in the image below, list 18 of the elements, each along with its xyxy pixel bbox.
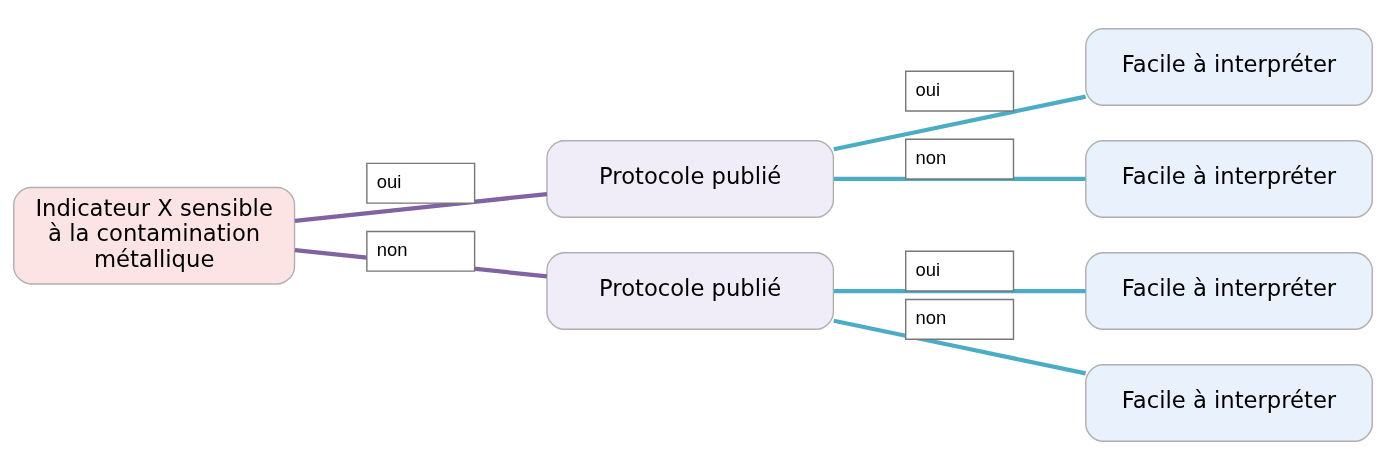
node-box: Protocole publié bbox=[546, 140, 835, 218]
node-box: Facile à interpréter bbox=[1085, 364, 1373, 443]
edge-label: oui bbox=[915, 258, 941, 280]
node-box: Indicateur X sensible à la contamination métallique bbox=[13, 186, 296, 285]
edge-label: non bbox=[915, 307, 947, 329]
connector bbox=[294, 191, 548, 223]
node-box: Facile à interpréter bbox=[1085, 140, 1373, 218]
edge-label: non bbox=[376, 239, 408, 261]
edge-label: non bbox=[915, 146, 947, 168]
connector bbox=[833, 94, 1087, 152]
node-box: Protocole publié bbox=[546, 252, 835, 330]
node-box: Facile à interpréter bbox=[1085, 252, 1373, 330]
connector bbox=[833, 176, 1086, 182]
node-box: Facile à interpréter bbox=[1085, 27, 1373, 106]
edge-label: oui bbox=[915, 78, 941, 100]
connector bbox=[833, 318, 1087, 376]
edge-label: oui bbox=[376, 171, 402, 193]
connector bbox=[833, 288, 1086, 294]
